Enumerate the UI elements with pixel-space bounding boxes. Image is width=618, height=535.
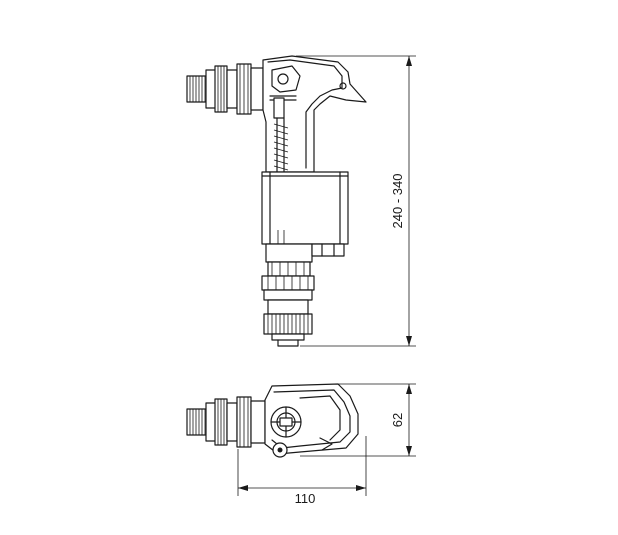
depth-label: 62 <box>390 413 405 427</box>
width-dimension: 110 <box>237 436 367 506</box>
top-view <box>186 383 359 458</box>
side-view <box>186 55 367 347</box>
height-range-label: 240 - 340 <box>390 174 405 229</box>
top-body-outline <box>264 383 359 458</box>
inlet-nut <box>236 63 264 115</box>
valve-head <box>262 55 367 173</box>
top-inlet-thread <box>186 396 266 448</box>
bottom-shank <box>263 289 313 347</box>
inlet-thread <box>186 65 238 113</box>
depth-dimension: 62 <box>300 383 416 457</box>
height-dimension: 240 - 340 <box>296 55 416 347</box>
lower-collar <box>261 243 345 291</box>
width-label: 110 <box>295 491 316 506</box>
float-chamber <box>261 171 349 245</box>
